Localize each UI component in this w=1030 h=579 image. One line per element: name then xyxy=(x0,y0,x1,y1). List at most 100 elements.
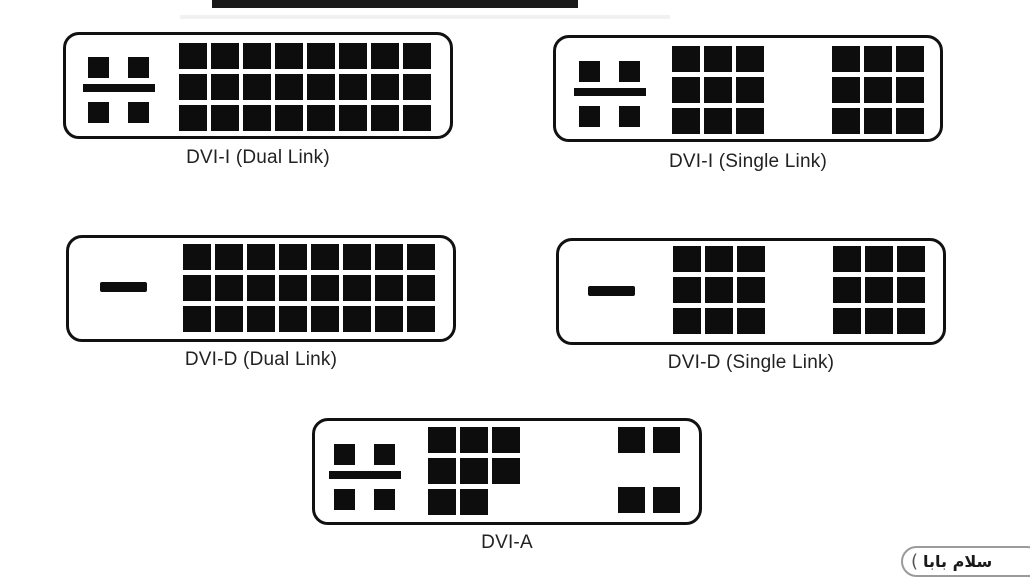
pin xyxy=(279,306,307,332)
pin xyxy=(179,105,207,131)
pin xyxy=(832,108,860,134)
pin xyxy=(704,108,732,134)
pin xyxy=(428,458,456,484)
connector-dvi-d-dual-link xyxy=(66,235,456,342)
pin xyxy=(183,275,211,301)
analog-pin xyxy=(374,489,395,510)
analog-pin xyxy=(88,57,109,78)
pin xyxy=(673,308,701,334)
pin-grid-24 xyxy=(183,244,435,332)
connector-label: DVI-I (Single Link) xyxy=(669,151,827,172)
ground-blade xyxy=(588,286,635,296)
pin xyxy=(339,74,367,100)
pin xyxy=(247,306,275,332)
pin xyxy=(428,489,456,515)
analog-cross-block xyxy=(83,57,155,123)
watermark-text: سلام بابا xyxy=(923,552,993,571)
pin xyxy=(653,427,680,453)
pin xyxy=(736,108,764,134)
pin xyxy=(279,244,307,270)
analog-pin xyxy=(619,61,640,82)
connector-dvi-d-single-link xyxy=(556,238,946,345)
pin xyxy=(211,43,239,69)
pin xyxy=(737,277,765,303)
analog-pin xyxy=(579,106,600,127)
pin xyxy=(307,74,335,100)
pin xyxy=(371,43,399,69)
pin xyxy=(375,275,403,301)
pin xyxy=(704,46,732,72)
pin xyxy=(179,74,207,100)
analog-cross-block xyxy=(574,61,646,127)
pin xyxy=(311,306,339,332)
pin-grid-24 xyxy=(179,43,431,131)
pin-grid-4-corners xyxy=(618,427,680,513)
pin xyxy=(211,74,239,100)
pin xyxy=(275,43,303,69)
analog-pin xyxy=(334,489,355,510)
pin xyxy=(653,487,680,513)
connector-dvi-i-single-link xyxy=(553,35,943,142)
pin xyxy=(865,277,893,303)
pin xyxy=(672,77,700,103)
pin xyxy=(339,43,367,69)
pin xyxy=(275,74,303,100)
pin xyxy=(375,244,403,270)
ground-blade xyxy=(83,84,155,92)
pin xyxy=(371,74,399,100)
pin xyxy=(864,46,892,72)
cropped-artifact-bar xyxy=(212,0,578,8)
pin xyxy=(897,308,925,334)
pin xyxy=(618,487,645,513)
pin xyxy=(833,277,861,303)
pin xyxy=(371,105,399,131)
pin xyxy=(492,458,520,484)
pin xyxy=(832,77,860,103)
analog-pin xyxy=(334,444,355,465)
pin xyxy=(343,244,371,270)
pin-grid-9-right xyxy=(832,46,924,134)
analog-pin xyxy=(88,102,109,123)
pin xyxy=(407,306,435,332)
pin xyxy=(705,246,733,272)
connector-label: DVI-D (Dual Link) xyxy=(184,349,338,370)
pin xyxy=(736,46,764,72)
watermark-badge: ( سلام بابا xyxy=(901,546,1030,577)
pin xyxy=(407,244,435,270)
pin xyxy=(243,43,271,69)
pin xyxy=(428,427,456,453)
pin xyxy=(307,43,335,69)
pin xyxy=(865,246,893,272)
analog-pin xyxy=(579,61,600,82)
pin xyxy=(737,308,765,334)
pin xyxy=(896,108,924,134)
ground-blade xyxy=(100,282,147,292)
pin xyxy=(311,244,339,270)
pin xyxy=(864,77,892,103)
connector-dvi-i-dual-link xyxy=(63,32,453,139)
pin xyxy=(737,246,765,272)
pin-grid-9-left xyxy=(672,46,764,134)
pin xyxy=(407,275,435,301)
pin xyxy=(865,308,893,334)
pin xyxy=(460,458,488,484)
pin-grid-9-right xyxy=(833,246,925,334)
pin xyxy=(215,275,243,301)
pin xyxy=(403,43,431,69)
pin xyxy=(736,77,764,103)
connector-label: DVI-I (Dual Link) xyxy=(186,147,330,168)
analog-pin xyxy=(128,102,149,123)
pin xyxy=(339,105,367,131)
pin xyxy=(211,105,239,131)
pin xyxy=(672,46,700,72)
pin xyxy=(897,277,925,303)
pin-grid-9-left xyxy=(673,246,765,334)
pin xyxy=(897,246,925,272)
pin xyxy=(311,275,339,301)
pin xyxy=(896,77,924,103)
pin xyxy=(833,308,861,334)
pin xyxy=(215,244,243,270)
pin xyxy=(618,427,645,453)
pin xyxy=(673,246,701,272)
pin xyxy=(673,277,701,303)
